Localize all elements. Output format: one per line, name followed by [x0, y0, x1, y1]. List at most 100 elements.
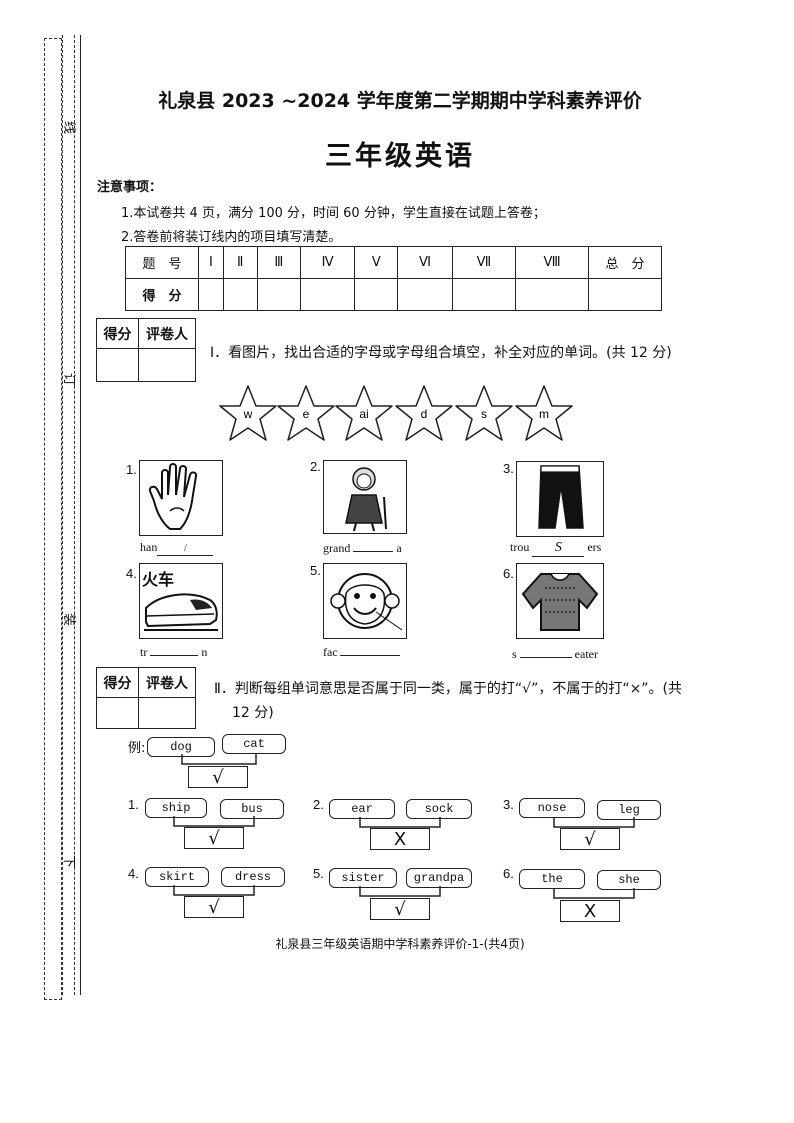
grade-box-section1: 得分 评卷人	[96, 318, 196, 382]
grade-box-score-cell[interactable]	[97, 698, 139, 728]
star-3: ai	[335, 385, 393, 441]
item-4-blank[interactable]	[150, 643, 199, 656]
judge-2-connector	[359, 817, 441, 828]
score-cell[interactable]	[451, 278, 517, 311]
score-cell[interactable]	[397, 278, 453, 311]
judge-6-answer[interactable]: X	[560, 900, 620, 922]
item-2-prefix: grand	[323, 541, 351, 555]
example-label: 例:	[128, 741, 146, 756]
judge-3-word-b: leg	[597, 800, 661, 820]
star-5: s	[455, 385, 513, 441]
judge-2-answer[interactable]: X	[370, 828, 430, 850]
grade-box-grader-label: 评卷人	[139, 668, 195, 698]
star-6-letter: m	[539, 407, 549, 421]
example-word-b: cat	[222, 734, 286, 754]
grade-box-grader-label: 评卷人	[139, 319, 195, 349]
notes-item-2: 2.答卷前将装订线内的项目填写清楚。	[121, 230, 342, 245]
binding-dashed-line	[74, 35, 75, 995]
judge-1-number: 1.	[128, 797, 139, 812]
score-cell[interactable]	[515, 278, 589, 311]
grade-box-grader-cell[interactable]	[139, 698, 195, 728]
grade-box-score-label: 得分	[97, 668, 139, 698]
item-2-word: grand a	[323, 539, 402, 556]
judge-5-answer[interactable]: √	[370, 898, 430, 920]
score-cell[interactable]	[588, 278, 662, 311]
picture-sweater	[516, 563, 604, 639]
score-cell[interactable]	[222, 278, 258, 311]
item-1-prefix: han	[140, 540, 158, 554]
picture-train: 火车	[139, 563, 223, 639]
picture-hand	[139, 460, 223, 536]
item-4-word: tr n	[140, 643, 207, 660]
star-5-letter: s	[481, 407, 487, 421]
item-2-blank[interactable]	[353, 539, 394, 552]
judge-5-connector	[359, 886, 441, 897]
letter-stars: w e ai d s m	[219, 385, 573, 441]
judge-5-word-a: sister	[329, 868, 397, 888]
score-table-header-row: 题 号 Ⅰ Ⅱ Ⅲ Ⅳ Ⅴ Ⅵ Ⅶ Ⅷ 总 分	[125, 246, 662, 279]
grade-box-section2: 得分 评卷人	[96, 667, 196, 729]
margin-label-bind: 装	[61, 612, 77, 627]
grade-box-score-cell[interactable]	[97, 349, 139, 381]
star-1-letter: w	[243, 407, 253, 421]
judge-1-connector	[173, 816, 255, 827]
grade-box-grader-cell[interactable]	[139, 349, 195, 381]
item-3-word: trou S ers	[510, 540, 601, 557]
section1-title: Ⅰ．看图片，找出合适的字母或字母组合填空，补全对应的单词。(共 12 分)	[210, 345, 672, 361]
item-5-word: fac	[323, 643, 400, 660]
picture-grandma	[323, 460, 407, 534]
score-cell[interactable]	[198, 278, 224, 311]
score-col-6: Ⅵ	[397, 246, 453, 279]
score-cell[interactable]	[256, 278, 302, 311]
binding-dashed-line-2	[62, 35, 63, 995]
judge-4-answer[interactable]: √	[184, 896, 244, 918]
judge-4-connector	[173, 885, 255, 896]
star-3-letter: ai	[359, 407, 368, 421]
item-6-word: s eater	[512, 645, 598, 662]
item-4-suffix: n	[201, 645, 208, 659]
item-5-blank[interactable]	[339, 643, 400, 656]
judge-6-word-a: the	[519, 869, 585, 889]
example-word-a: dog	[147, 737, 215, 757]
judge-5-number: 5.	[313, 866, 324, 881]
judge-4-word-a: skirt	[145, 867, 209, 887]
picture-trousers	[516, 461, 604, 537]
item-1-blank[interactable]: /	[157, 543, 214, 556]
judge-3-connector	[553, 817, 635, 828]
star-6: m	[515, 385, 573, 441]
judge-6-word-b: she	[597, 870, 661, 890]
section2-title-line1: Ⅱ．判断每组单词意思是否属于同一类，属于的打“√”，不属于的打“×”。(共	[214, 681, 683, 697]
judge-1-answer[interactable]: √	[184, 827, 244, 849]
item-3-blank[interactable]: S	[532, 541, 585, 557]
judge-2-word-a: ear	[329, 799, 395, 819]
score-cell[interactable]	[354, 278, 399, 311]
score-table-score-row: 得 分	[125, 278, 662, 311]
binding-fill-column	[44, 38, 62, 1000]
judge-4-word-b: dress	[221, 867, 285, 887]
item-1-word: han/	[140, 540, 214, 556]
trousers-icon	[538, 465, 584, 529]
example-mark: √	[188, 766, 248, 788]
judge-3-number: 3.	[503, 797, 514, 812]
score-col-8: Ⅷ	[515, 246, 589, 279]
item-6-prefix: s	[512, 647, 517, 661]
binding-solid-line	[80, 35, 81, 995]
example-connector	[181, 754, 257, 765]
item-5-prefix: fac	[323, 645, 338, 659]
score-cell[interactable]	[300, 278, 356, 311]
item-6-blank[interactable]	[519, 645, 572, 658]
train-caption: 火车	[142, 570, 175, 589]
star-4: d	[395, 385, 453, 441]
judge-3-answer[interactable]: √	[560, 828, 620, 850]
notes-heading: 注意事项：	[97, 180, 163, 195]
judge-2-number: 2.	[313, 797, 324, 812]
score-col-4: Ⅳ	[300, 246, 356, 279]
item-6-suffix: eater	[574, 647, 598, 661]
margin-label-bottom: 下	[61, 854, 77, 869]
item-3-number: 3.	[503, 461, 514, 476]
item-5-number: 5.	[310, 563, 321, 578]
score-col-5: Ⅴ	[354, 246, 399, 279]
hand-icon	[148, 463, 198, 530]
score-table: 题 号 Ⅰ Ⅱ Ⅲ Ⅳ Ⅴ Ⅵ Ⅶ Ⅷ 总 分 得 分	[125, 246, 662, 311]
star-1: w	[219, 385, 277, 441]
